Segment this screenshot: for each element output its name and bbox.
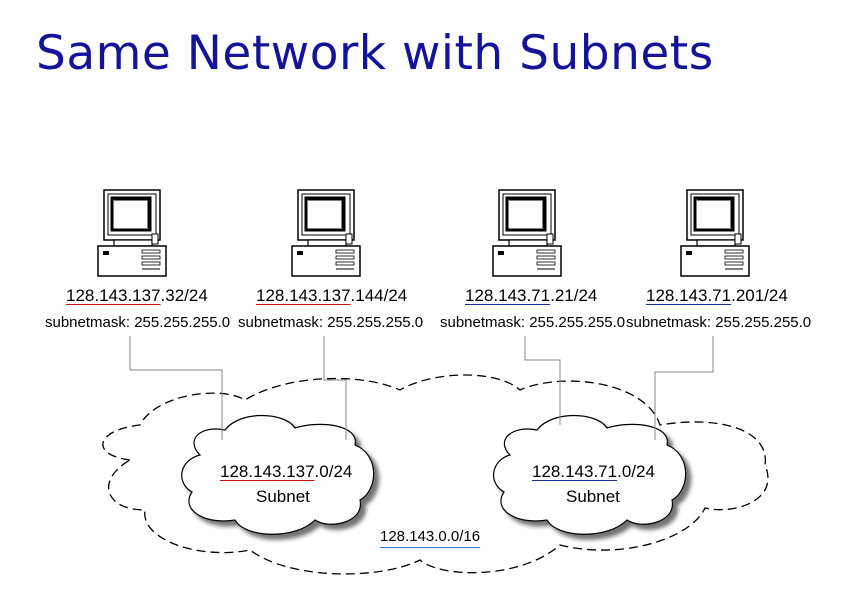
subnet-address-suffix: .0/24 xyxy=(617,462,655,481)
host-ip-suffix: .32/24 xyxy=(160,286,208,305)
host-ip-prefix: 128.143.71 xyxy=(646,286,732,305)
host-ip-suffix: .21/24 xyxy=(550,286,598,305)
host-subnetmask: subnetmask: 255.255.255.0 xyxy=(626,314,812,331)
host-ip: 128.143.137.144/24 xyxy=(256,286,407,306)
host-subnetmask: subnetmask: 255.255.255.0 xyxy=(440,314,626,331)
host-ip: 128.143.71.201/24 xyxy=(646,286,788,306)
subnet-address: 128.143.137.0/24 xyxy=(220,462,352,482)
subnet-cloud-left xyxy=(181,414,375,535)
subnet-address-prefix: 128.143.137 xyxy=(220,462,315,481)
host-ip-prefix: 128.143.137 xyxy=(256,286,351,305)
host-subnetmask: subnetmask: 255.255.255.0 xyxy=(238,314,424,331)
host-ip-suffix: .144/24 xyxy=(350,286,408,305)
host-ip-suffix: .201/24 xyxy=(731,286,788,305)
subnet-label: Subnet xyxy=(566,487,620,506)
subnet-address-prefix: 128.143.71 xyxy=(532,462,618,481)
network-cloud xyxy=(102,374,769,575)
host-ip: 128.143.71.21/24 xyxy=(465,286,597,306)
connection-lines xyxy=(129,336,714,440)
host-subnetmask: subnetmask: 255.255.255.0 xyxy=(45,314,231,331)
computer-icon xyxy=(96,188,168,278)
subnet-address: 128.143.71.0/24 xyxy=(532,462,655,482)
host-ip: 128.143.137.32/24 xyxy=(66,286,208,306)
subnet-label: Subnet xyxy=(256,487,310,506)
computer-icon xyxy=(491,188,563,278)
host-ip-prefix: 128.143.71 xyxy=(465,286,551,305)
computer-icon xyxy=(290,188,362,278)
computer-icon xyxy=(679,188,751,278)
page-title: Same Network with Subnets xyxy=(36,26,714,81)
network-address-text: 128.143.0.0/16 xyxy=(380,528,481,548)
network-address: 128.143.0.0/16 xyxy=(380,528,481,548)
host-ip-prefix: 128.143.137 xyxy=(66,286,161,305)
subnet-address-suffix: .0/24 xyxy=(314,462,353,481)
